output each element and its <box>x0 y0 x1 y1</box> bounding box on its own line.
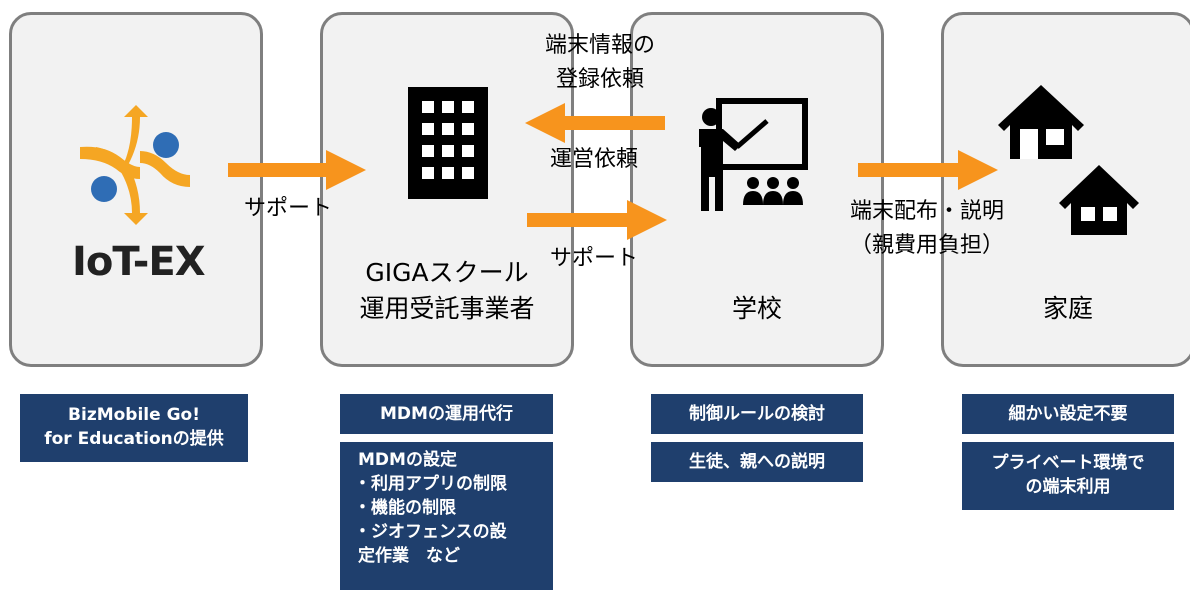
iotex-info-box: BizMobile Go! for Educationの提供 <box>20 394 248 462</box>
school-explain-box: 生徒、親への説明 <box>651 442 863 482</box>
distribution-line2: （親費用負担） <box>849 233 1004 258</box>
house-icon-small <box>1059 165 1139 235</box>
home-panel: 家庭 <box>941 12 1190 367</box>
iotex-info-line: for Educationの提供 <box>44 429 224 449</box>
arrow-giga-to-school <box>527 200 667 240</box>
arrow-school-to-home <box>858 150 998 190</box>
iotex-info-line: BizMobile Go! <box>68 405 200 425</box>
arrow-school-to-giga <box>525 103 665 143</box>
school-panel: 学校 <box>630 12 884 367</box>
giga-panel: GIGAスクール 運用受託事業者 <box>320 12 574 367</box>
school-title: 学校 <box>731 294 782 323</box>
iotex-logo-text: IoT-EX <box>72 239 206 285</box>
iotex-panel: IoT-EX <box>9 12 263 367</box>
home-title: 家庭 <box>1042 294 1093 323</box>
giga-info-line: MDMの運用代行 <box>380 404 513 424</box>
school-info-line: 制御ルールの検討 <box>689 404 825 424</box>
distribution-line1: 端末配布・説明 <box>849 199 1004 224</box>
operation-request-label: 運営依頼 <box>550 147 639 172</box>
office-building-icon <box>408 87 488 199</box>
giga-settings-line: 定作業 など <box>358 546 460 566</box>
home-private-line: の端末利用 <box>1025 477 1111 497</box>
support-label-1: サポート <box>244 196 333 221</box>
arrow-iotex-to-giga <box>228 150 366 190</box>
giga-settings-line: ・ジオフェンスの設 <box>354 522 507 542</box>
home-info-box: 細かい設定不要 <box>962 394 1174 434</box>
school-explain-line: 生徒、親への説明 <box>689 452 825 472</box>
home-info-line: 細かい設定不要 <box>1008 404 1128 424</box>
giga-settings-line: ・機能の制限 <box>354 498 456 518</box>
giga-settings-line: MDMの設定 <box>358 450 457 470</box>
support-label-2: サポート <box>550 246 639 271</box>
home-private-box: プライベート環境で の端末利用 <box>962 442 1174 510</box>
giga-settings-box: MDMの設定 ・利用アプリの制限 ・機能の制限 ・ジオフェンスの設 定作業 など <box>340 442 553 590</box>
iot-ex-logo-icon <box>80 105 190 225</box>
giga-title-line2: 運用受託事業者 <box>359 294 535 323</box>
giga-settings-line: ・利用アプリの制限 <box>354 474 507 494</box>
request-info-line1: 端末情報の <box>544 33 655 58</box>
school-info-box: 制御ルールの検討 <box>651 394 863 434</box>
request-info-line2: 登録依頼 <box>555 67 644 92</box>
giga-info-box: MDMの運用代行 <box>340 394 553 434</box>
teacher-classroom-icon <box>699 98 808 211</box>
giga-title-line1: GIGAスクール <box>365 258 529 287</box>
house-icon <box>998 85 1084 159</box>
home-private-line: プライベート環境で <box>991 453 1145 473</box>
